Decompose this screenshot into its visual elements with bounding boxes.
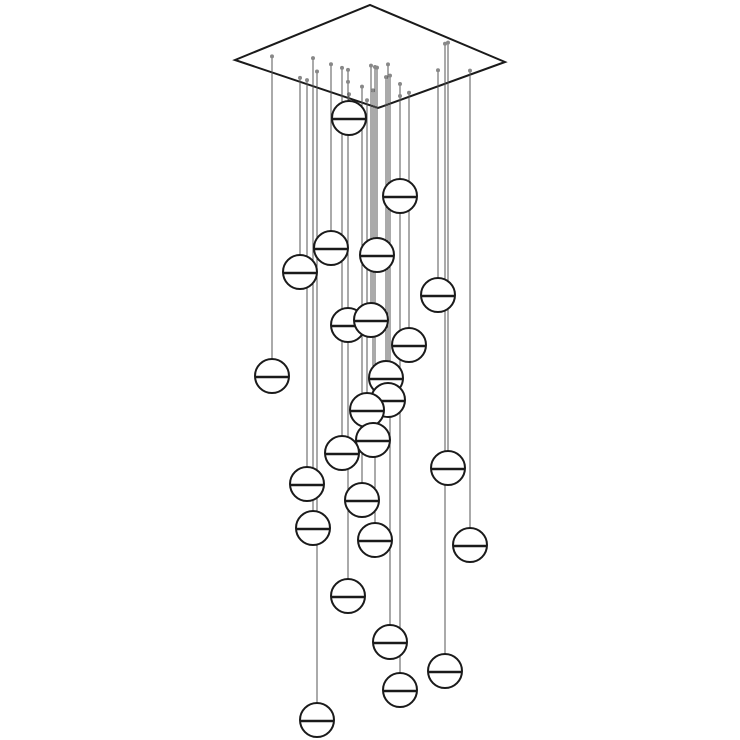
wire-anchor xyxy=(311,56,315,61)
wire-anchor xyxy=(346,67,350,72)
pendant-sphere xyxy=(299,702,335,738)
wire-anchor xyxy=(436,68,440,73)
pendant-sphere xyxy=(427,653,463,689)
wire-anchor xyxy=(443,41,447,46)
pendant-sphere xyxy=(420,277,456,313)
pendant-sphere xyxy=(359,237,395,273)
pendant-sphere xyxy=(452,527,488,563)
wire-anchor xyxy=(446,40,450,45)
pendant-sphere xyxy=(372,624,408,660)
pendant-sphere xyxy=(295,510,331,546)
pendant-sphere xyxy=(289,466,325,502)
pendant-sphere xyxy=(324,435,360,471)
wire-anchor xyxy=(329,62,333,67)
pendant-sphere xyxy=(282,254,318,290)
ceiling-canopy xyxy=(232,3,508,110)
wire-anchor xyxy=(371,88,375,93)
pendant-sphere xyxy=(382,672,418,708)
wire-anchor xyxy=(298,75,302,80)
pendant-sphere xyxy=(391,327,427,363)
pendant-sphere xyxy=(357,522,393,558)
pendant-sphere xyxy=(254,358,290,394)
wire-anchor xyxy=(360,84,364,89)
pendant-sphere xyxy=(331,100,367,136)
wire-anchor xyxy=(388,73,392,78)
wire-anchor xyxy=(384,75,388,80)
pendant-sphere xyxy=(430,450,466,486)
wire-anchor xyxy=(365,98,369,103)
wire-anchor xyxy=(346,79,350,84)
pendant-sphere xyxy=(382,178,418,214)
wire-anchor xyxy=(369,63,373,68)
wire-anchor xyxy=(386,62,390,67)
pendant-sphere xyxy=(349,392,385,428)
pendant-spheres xyxy=(254,100,488,738)
pendant-sphere xyxy=(353,302,389,338)
wire-anchor xyxy=(305,78,309,83)
wire-anchor xyxy=(407,90,411,95)
wire-anchor xyxy=(270,54,274,59)
wire-anchor xyxy=(373,64,377,69)
pendant-sphere xyxy=(344,482,380,518)
wire-anchor xyxy=(315,69,319,74)
pendant-sphere xyxy=(330,578,366,614)
wire-anchor xyxy=(340,65,344,70)
wire-anchor xyxy=(468,68,472,73)
wire-anchor xyxy=(398,94,402,99)
pendant-sphere xyxy=(355,422,391,458)
pendant-sphere xyxy=(313,230,349,266)
wire-anchor xyxy=(398,82,402,87)
